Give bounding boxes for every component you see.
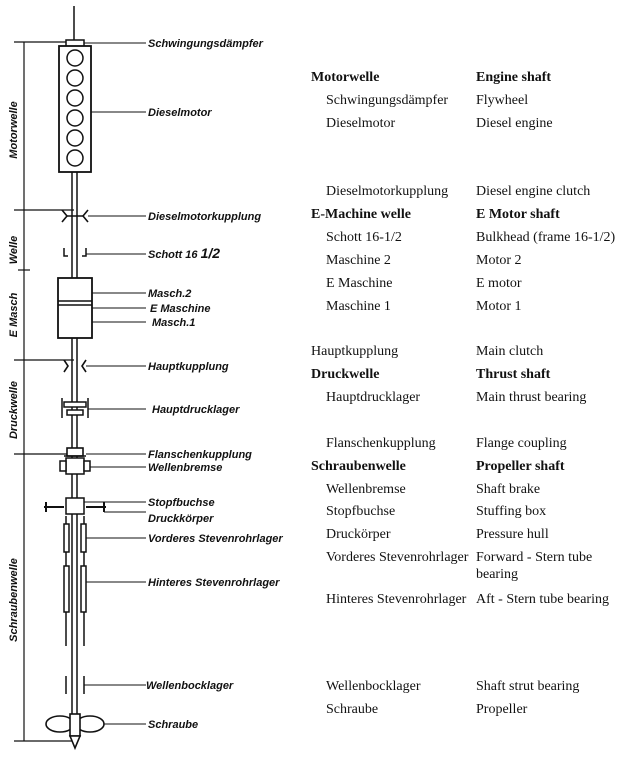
table-row-english: E motor: [476, 276, 522, 291]
label-schwingungsdampfer: Schwingungsdämpfer: [148, 38, 264, 50]
section-druckwelle: Druckwelle: [8, 381, 20, 439]
table-row-english: Propeller: [476, 702, 528, 717]
table-row-english: Forward - Stern tube bearing: [476, 550, 593, 582]
table-row-german: Vorderes Stevenrohrlager: [326, 550, 469, 565]
section-dimension-line: [14, 41, 74, 742]
label-wellenbocklager: Wellenbocklager: [146, 680, 234, 692]
electric-motor: [57, 277, 93, 339]
table-row-german: Hauptdrucklager: [326, 390, 421, 405]
table-row-english: Aft - Stern tube bearing: [476, 592, 609, 607]
bulkhead: [63, 248, 87, 257]
table-row-german: Dieselmotorkupplung: [326, 184, 449, 199]
label-schraube: Schraube: [148, 719, 198, 731]
label-vorderes: Vorderes Stevenrohrlager: [148, 533, 283, 545]
table-row-english: Motor 2: [476, 253, 522, 268]
label-schott-fraction: 1/2: [201, 245, 221, 261]
shaft-brake: [59, 457, 91, 475]
table-row-german: Schwingungsdämpfer: [326, 93, 449, 108]
propeller: [45, 713, 105, 751]
label-dieselmotor: Dieselmotor: [148, 107, 212, 119]
label-stopfbuchse: Stopfbuchse: [148, 497, 215, 509]
table-row-english: Bulkhead (frame 16-1/2): [476, 230, 616, 245]
main-clutch: [63, 359, 87, 373]
label-dieselmotorkupplung: Dieselmotorkupplung: [148, 211, 261, 223]
table-row-german: Wellenbocklager: [326, 679, 421, 694]
label-druckkorper: Druckkörper: [148, 513, 214, 525]
table-row-german: Maschine 1: [326, 299, 391, 314]
table-row-english: Flange coupling: [476, 436, 567, 451]
table-row-english: Propeller shaft: [476, 459, 565, 474]
label-hauptkupplung: Hauptkupplung: [148, 361, 229, 373]
table-row-german: Wellenbremse: [326, 482, 406, 497]
flange-coupling: [64, 447, 86, 457]
diesel-motor: [58, 45, 92, 173]
label-hauptdrucklager: Hauptdrucklager: [152, 404, 240, 416]
table-row-english: Pressure hull: [476, 527, 549, 542]
table-row-english: Diesel engine: [476, 116, 553, 131]
table-row-german: Stopfbuchse: [326, 504, 396, 519]
table-row-english: Motor 1: [476, 299, 522, 314]
table-row-german: Motorwelle: [311, 70, 380, 85]
section-welle: Welle: [8, 236, 20, 265]
table-row-english: Main clutch: [476, 344, 544, 359]
table-row-german: Schraubenwelle: [311, 459, 406, 474]
table-row-english: E Motor shaft: [476, 207, 560, 222]
table-row-english: Stuffing box: [476, 504, 547, 519]
table-row-english: Shaft brake: [476, 482, 541, 497]
label-schott: Schott 16 1/2: [148, 245, 220, 261]
table-row-german: E Maschine: [326, 276, 393, 291]
table-row-english: Engine shaft: [476, 70, 552, 85]
label-wellenbremse: Wellenbremse: [148, 462, 222, 474]
stuffing-box: [44, 497, 106, 515]
table-row-german: Hinteres Stevenrohrlager: [326, 592, 467, 607]
table-row-english: Flywheel: [476, 93, 529, 108]
table-row-german: Schott 16-1/2: [326, 230, 402, 245]
table-row-english: Shaft strut bearing: [476, 679, 580, 694]
leader-lines: [84, 42, 146, 725]
label-schott-text: Schott 16: [148, 249, 198, 261]
table-row-english: Thrust shaft: [476, 367, 551, 382]
table-row-german: Maschine 2: [326, 253, 391, 268]
table-row-german: E-Machine welle: [311, 207, 411, 222]
strut-bearing: [65, 676, 85, 694]
table-row-german: Flanschenkupplung: [326, 436, 436, 451]
label-emaschine: E Maschine: [150, 303, 211, 315]
thrust-bearing: [61, 398, 89, 418]
section-schraubenwelle: Schraubenwelle: [8, 558, 20, 642]
label-flanschenkupplung: Flanschenkupplung: [148, 449, 252, 461]
table-row-german: Druckörper: [326, 527, 391, 542]
section-motorwelle: Motorwelle: [8, 101, 20, 158]
label-masch1: Masch.1: [152, 317, 195, 329]
table-row-german: Schraube: [326, 702, 379, 717]
label-hinteres: Hinteres Stevenrohrlager: [148, 577, 280, 589]
table-row-german: Dieselmotor: [326, 116, 396, 131]
table-row-german: Druckwelle: [311, 367, 380, 382]
table-row-german: Hauptkupplung: [311, 344, 399, 359]
shaft-diagram: Schwingungsdämpfer Dieselmotor Dieselmot…: [8, 6, 283, 751]
diesel-coupling: [61, 209, 89, 223]
stern-tube: [63, 516, 87, 646]
section-emasch: E Masch: [8, 292, 20, 337]
table-row-english: Diesel engine clutch: [476, 184, 591, 199]
table-row-english: Main thrust bearing: [476, 390, 587, 405]
label-masch2: Masch.2: [148, 288, 191, 300]
